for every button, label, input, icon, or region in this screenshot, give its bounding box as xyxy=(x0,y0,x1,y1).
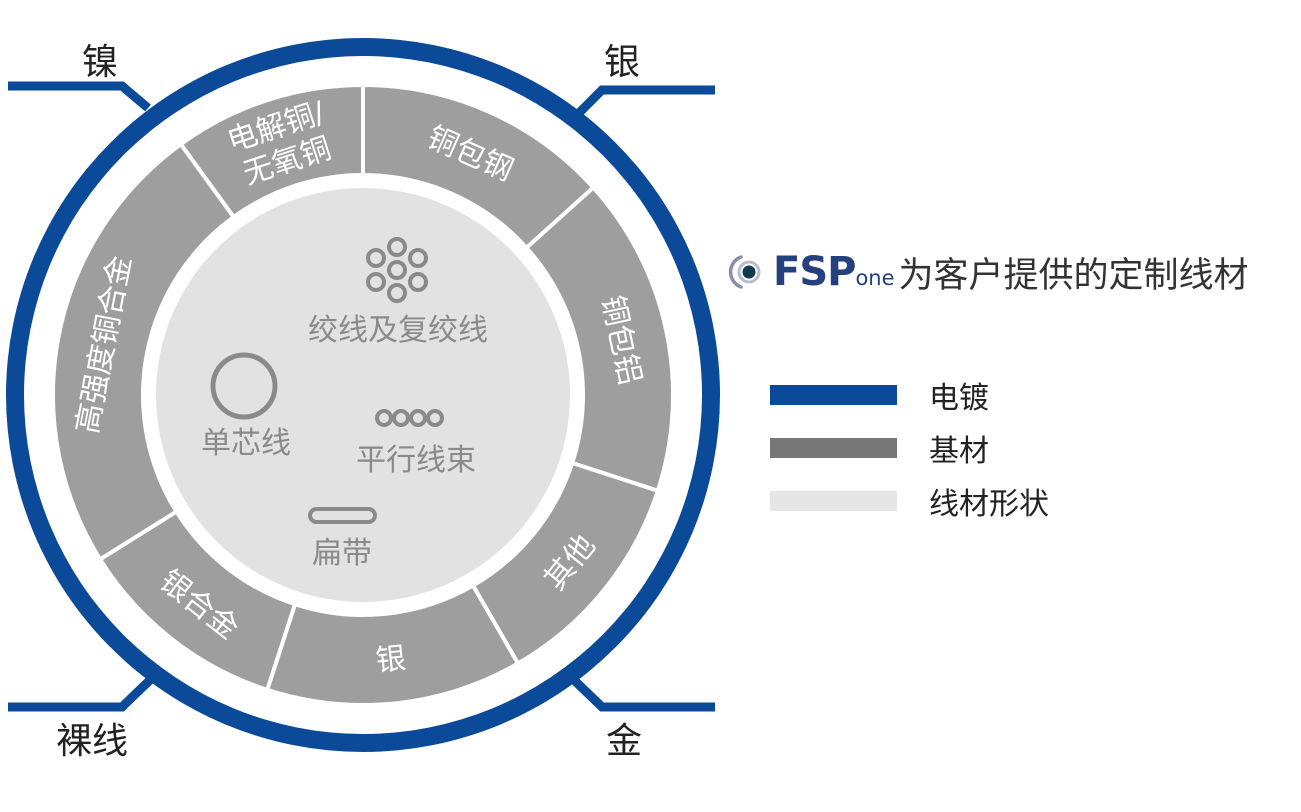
shape-label-stranded: 绞线及复绞线 xyxy=(308,313,488,348)
segment-label-silver: 银 xyxy=(374,641,407,679)
parallel-wire-icon xyxy=(375,409,444,427)
legend-item-shape: 线材形状 xyxy=(770,474,1049,527)
brand-heading: FSP one 为客户提供的定制线材 xyxy=(727,246,1249,298)
legend: 电镀 基材 线材形状 xyxy=(770,368,1049,527)
gold-connector xyxy=(570,676,715,712)
flat-ribbon-icon xyxy=(308,507,377,524)
brand-fsp: FSP xyxy=(773,249,856,295)
brand-one: one xyxy=(855,266,895,290)
legend-swatch-plating xyxy=(770,384,897,405)
silver-connector xyxy=(572,85,715,120)
plating-label-nickel: 镍 xyxy=(82,42,118,83)
nickel-connector xyxy=(8,81,151,112)
solid-wire-icon xyxy=(210,352,278,420)
fsp-logo-icon xyxy=(727,250,771,294)
shape-label-solid: 单芯线 xyxy=(201,426,291,461)
legend-item-plating: 电镀 xyxy=(770,368,1049,421)
legend-label: 电镀 xyxy=(929,380,989,416)
plating-label-bare: 裸线 xyxy=(56,721,128,762)
wire-material-diagram: 电解铜/无氧铜铜包钢铜包铝其他银银合金高强度铜合金 镍 银 裸线 金 绞线及复绞… xyxy=(6,38,720,762)
legend-label: 基材 xyxy=(929,433,989,469)
legend-item-base: 基材 xyxy=(770,421,1049,474)
plating-connectors xyxy=(8,81,715,712)
shape-label-flat: 扁带 xyxy=(312,536,372,571)
shape-label-parallel: 平行线束 xyxy=(356,443,476,478)
shape-core xyxy=(156,188,570,602)
base-material-ring: 电解铜/无氧铜铜包钢铜包铝其他银银合金高强度铜合金 xyxy=(51,82,675,707)
bare-connector xyxy=(8,676,154,712)
legend-swatch-base xyxy=(770,437,897,458)
brand-tagline: 为客户提供的定制线材 xyxy=(898,255,1249,296)
plating-label-gold: 金 xyxy=(606,721,642,762)
plating-label-silver: 银 xyxy=(604,42,640,83)
stranded-icon xyxy=(366,237,428,303)
legend-swatch-shape xyxy=(770,490,897,511)
legend-label: 线材形状 xyxy=(929,486,1049,522)
